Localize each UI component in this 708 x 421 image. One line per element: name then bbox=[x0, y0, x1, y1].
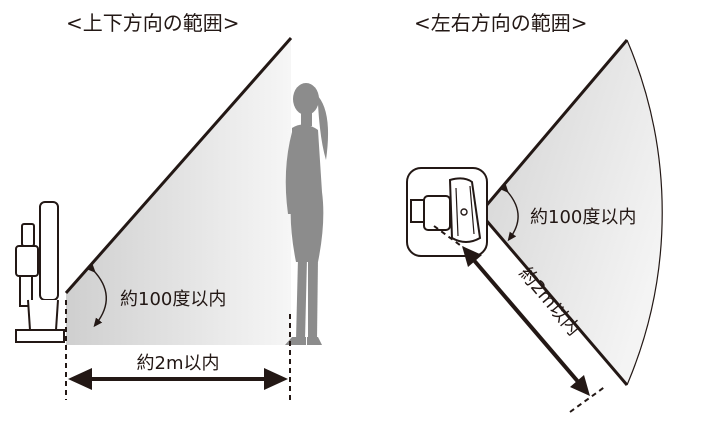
vertical-distance-label: 約2m以内 bbox=[137, 353, 220, 374]
fan-side-view-icon bbox=[15, 201, 65, 343]
horizontal-range-title: <左右方向の範囲> bbox=[414, 11, 588, 35]
vertical-range-title: <上下方向の範囲> bbox=[66, 11, 240, 35]
horizontal-angle-label: 約100度以内 bbox=[530, 207, 636, 228]
horizontal-range-panel: <左右方向の範囲> 約100度以内 約2m以内 bbox=[406, 11, 663, 413]
person-silhouette-icon bbox=[285, 83, 329, 345]
horizontal-range-lower-edge bbox=[478, 212, 629, 386]
horizontal-detection-area bbox=[480, 40, 663, 385]
vertical-distance-arrow bbox=[68, 368, 288, 390]
horizontal-distance-guide-start bbox=[433, 225, 465, 249]
vertical-angle-arc bbox=[86, 263, 107, 328]
horizontal-distance-guide-end bbox=[569, 385, 607, 413]
horizontal-distance-arrow bbox=[462, 246, 590, 396]
vertical-angle-label: 約100度以内 bbox=[120, 289, 226, 310]
horizontal-angle-arc bbox=[499, 183, 519, 242]
vertical-detection-area bbox=[66, 38, 291, 345]
vertical-range-upper-edge bbox=[64, 37, 293, 294]
vertical-range-panel: <上下方向の範囲> 約100度以内 bbox=[15, 11, 329, 400]
fan-top-view-icon bbox=[406, 167, 488, 257]
horizontal-range-boundary-arc bbox=[626, 39, 663, 386]
